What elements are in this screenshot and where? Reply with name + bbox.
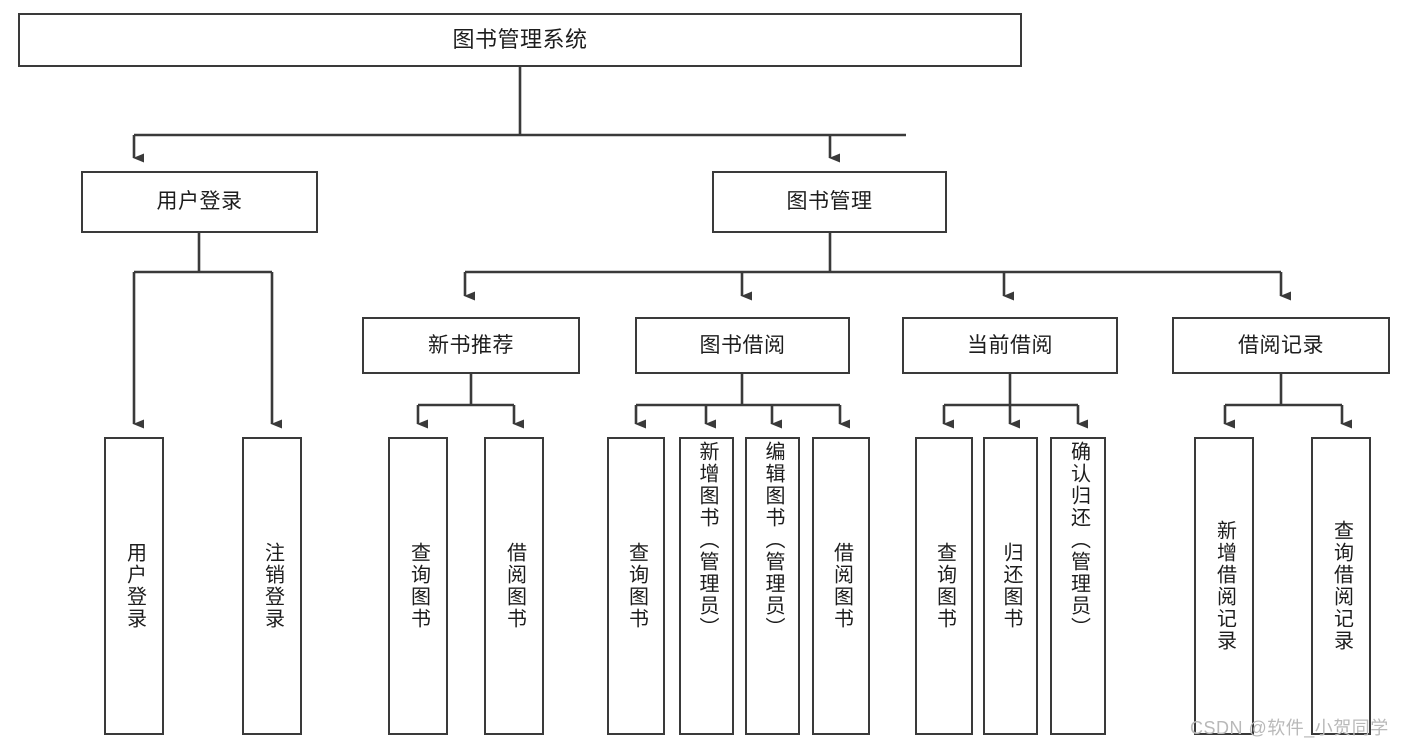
node-root-label: 图书管理系统: [452, 26, 588, 52]
node-leaf-return-book[interactable]: 归还图书: [983, 437, 1038, 735]
leaf-user-login-inner: 用户登录: [106, 439, 162, 733]
node-leaf-borrow-book-1[interactable]: 借阅图书: [484, 437, 544, 735]
leaf-edit-book-inner: 编辑图书（管理员）: [747, 439, 798, 733]
node-leaf-query-book-1[interactable]: 查询图书: [388, 437, 448, 735]
leaf-borrow-book-2-inner: 借阅图书: [814, 439, 868, 733]
node-book-borrow[interactable]: 图书借阅: [635, 317, 850, 374]
leaf-query-record-inner: 查询借阅记录: [1313, 439, 1369, 733]
csdn-watermark: CSDN @软件_小贺同学: [1190, 718, 1389, 738]
node-borrow-record-label: 借阅记录: [1238, 333, 1324, 357]
node-leaf-query-book-2[interactable]: 查询图书: [607, 437, 665, 735]
node-book-management-label: 图书管理: [786, 190, 873, 214]
node-leaf-return-book-label: 归还图书: [1000, 542, 1022, 630]
node-leaf-logout-login-label: 注销登录: [261, 542, 284, 630]
node-book-borrow-label: 图书借阅: [699, 333, 786, 357]
node-leaf-borrow-book-2[interactable]: 借阅图书: [812, 437, 870, 735]
node-user-login[interactable]: 用户登录: [81, 171, 318, 233]
node-leaf-confirm-return-label: 确认归还（管理员）: [1067, 441, 1090, 639]
node-leaf-edit-book-label: 编辑图书（管理员）: [762, 441, 784, 639]
leaf-borrow-book-1-inner: 借阅图书: [486, 439, 542, 733]
node-borrow-record[interactable]: 借阅记录: [1172, 317, 1390, 374]
leaf-query-book-1-inner: 查询图书: [390, 439, 446, 733]
leaf-query-book-2-inner: 查询图书: [609, 439, 663, 733]
node-leaf-borrow-book-2-label: 借阅图书: [830, 542, 853, 630]
node-book-management[interactable]: 图书管理: [712, 171, 947, 233]
node-leaf-query-book-3-label: 查询图书: [933, 542, 956, 630]
node-new-book-recommend-label: 新书推荐: [428, 333, 514, 357]
node-leaf-query-book-2-label: 查询图书: [625, 542, 648, 630]
leaf-logout-login-inner: 注销登录: [244, 439, 300, 733]
node-leaf-add-record[interactable]: 新增借阅记录: [1194, 437, 1254, 735]
node-leaf-confirm-return[interactable]: 确认归还（管理员）: [1050, 437, 1106, 735]
leaf-add-book-inner: 新增图书（管理员）: [681, 439, 732, 733]
node-leaf-add-record-label: 新增借阅记录: [1213, 520, 1236, 652]
node-user-login-label: 用户登录: [156, 190, 243, 214]
node-leaf-user-login[interactable]: 用户登录: [104, 437, 164, 735]
node-new-book-recommend[interactable]: 新书推荐: [362, 317, 580, 374]
node-leaf-logout-login[interactable]: 注销登录: [242, 437, 302, 735]
node-leaf-edit-book[interactable]: 编辑图书（管理员）: [745, 437, 800, 735]
node-leaf-add-book[interactable]: 新增图书（管理员）: [679, 437, 734, 735]
node-leaf-query-book-1-label: 查询图书: [407, 542, 430, 630]
node-current-borrow-label: 当前借阅: [967, 333, 1053, 357]
node-leaf-query-record-label: 查询借阅记录: [1330, 520, 1353, 652]
leaf-add-record-inner: 新增借阅记录: [1196, 439, 1252, 733]
node-leaf-query-book-3[interactable]: 查询图书: [915, 437, 973, 735]
node-current-borrow[interactable]: 当前借阅: [902, 317, 1118, 374]
node-leaf-user-login-label: 用户登录: [123, 542, 146, 630]
leaf-query-book-3-inner: 查询图书: [917, 439, 971, 733]
node-leaf-borrow-book-1-label: 借阅图书: [503, 542, 526, 630]
node-leaf-query-record[interactable]: 查询借阅记录: [1311, 437, 1371, 735]
node-leaf-add-book-label: 新增图书（管理员）: [696, 441, 718, 639]
node-root[interactable]: 图书管理系统: [18, 13, 1022, 67]
leaf-return-book-inner: 归还图书: [985, 439, 1036, 733]
leaf-confirm-return-inner: 确认归还（管理员）: [1052, 439, 1104, 733]
